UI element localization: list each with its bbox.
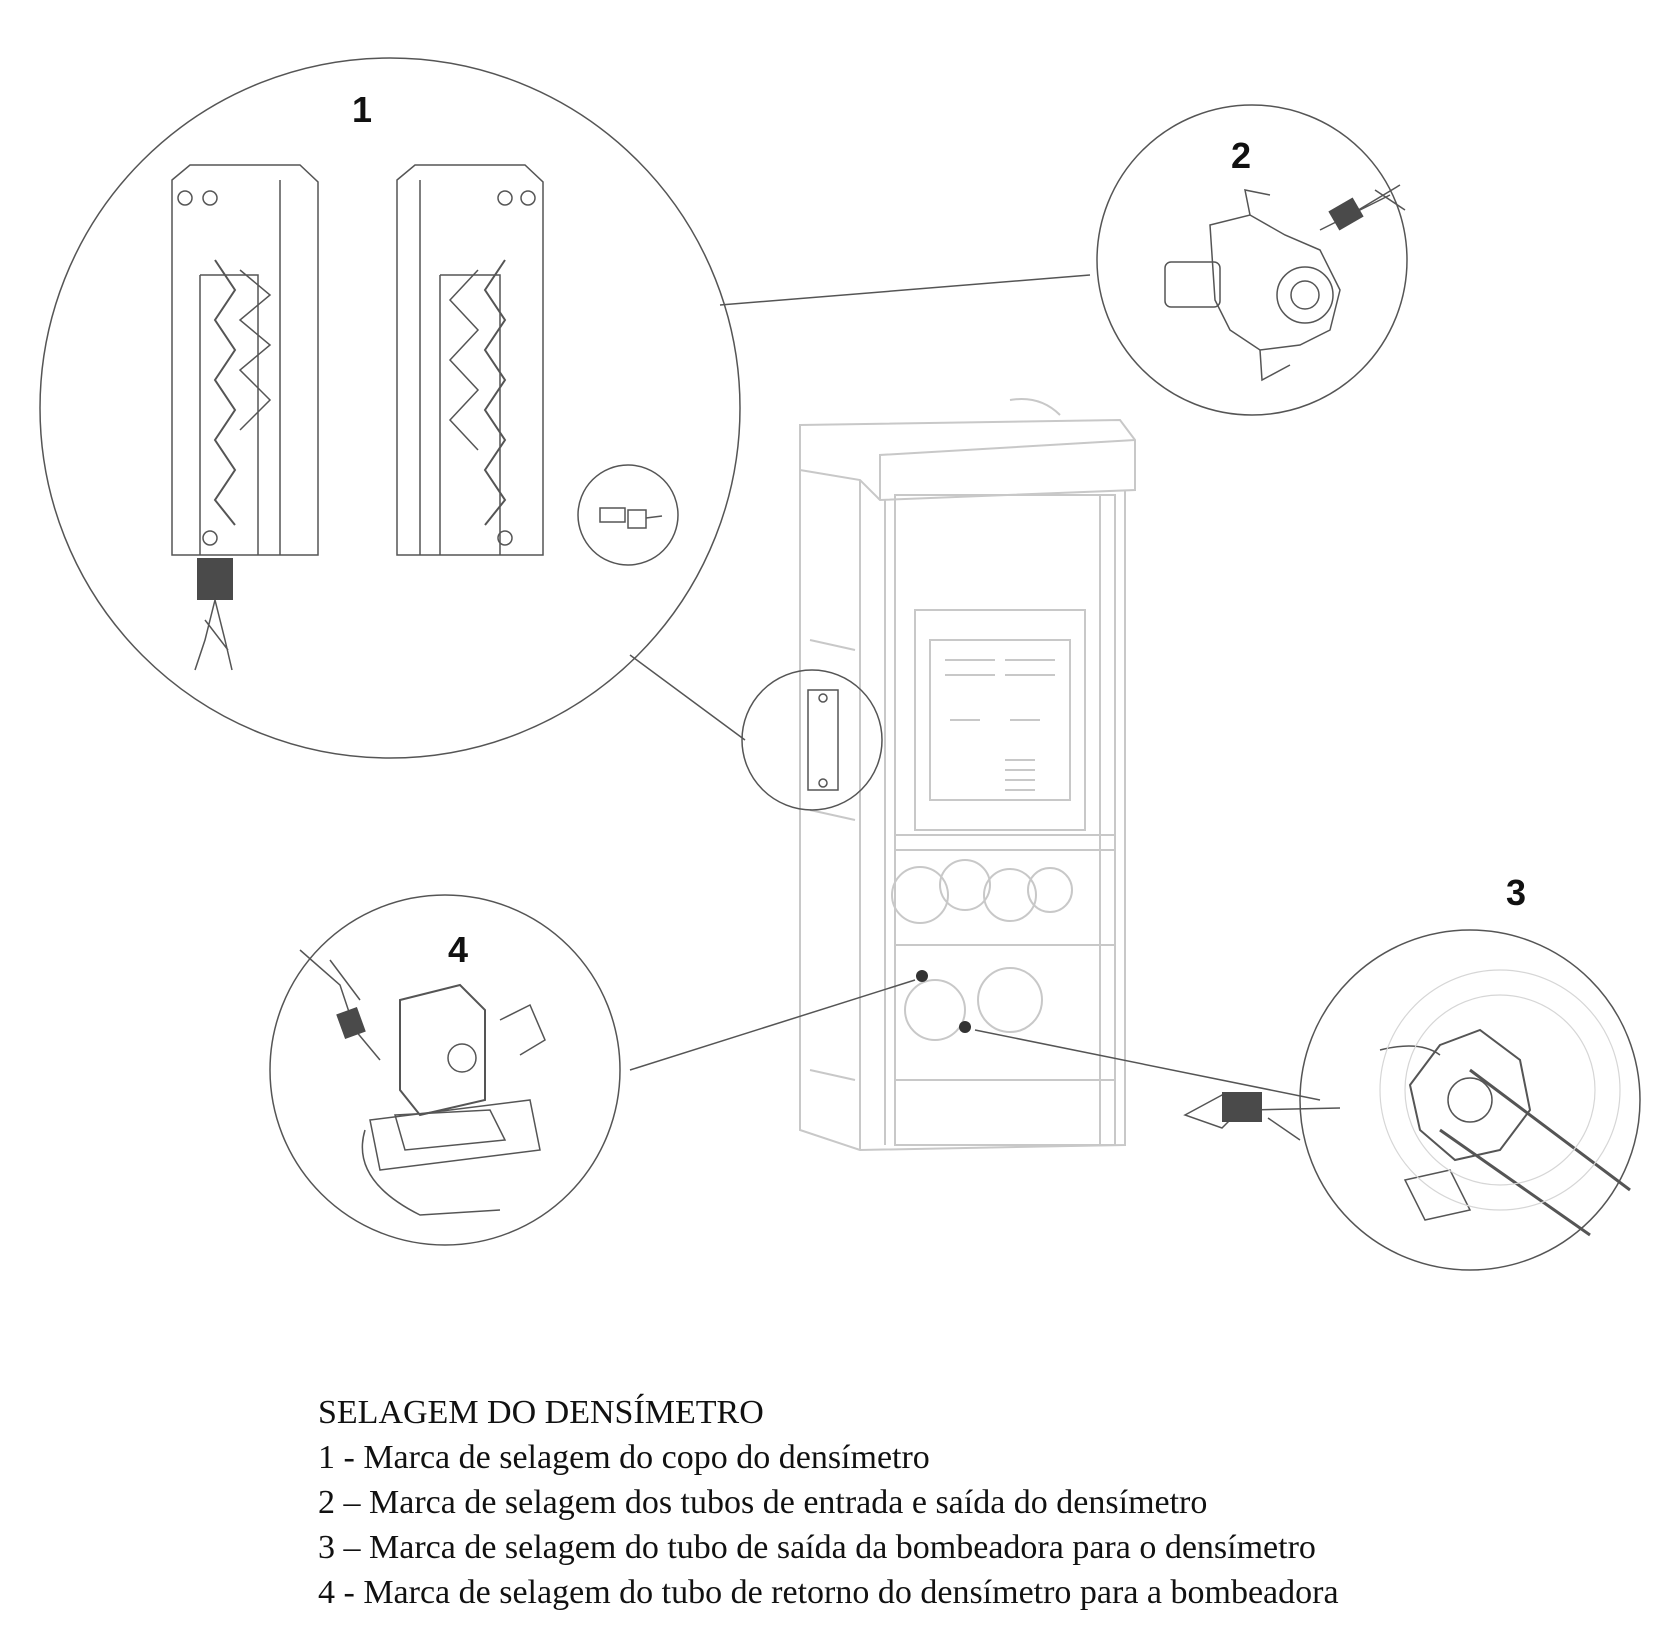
seal-3: [1222, 1092, 1262, 1122]
seal-2: [1328, 197, 1364, 231]
seal-1: [197, 558, 233, 600]
leader-lines: [629, 274, 1321, 1101]
callout-number-1: 1: [352, 89, 372, 130]
caption: SELAGEM DO DENSÍMETRO 1 - Marca de selag…: [318, 1390, 1618, 1615]
detail-4-return-tube: [269, 894, 621, 1246]
seal-4: [336, 1007, 366, 1039]
caption-item-2: 2 – Marca de selagem dos tubos de entrad…: [318, 1484, 1208, 1521]
detail-dispenser-side-inset: [741, 669, 883, 811]
detail-1-densimeter-cup: [39, 57, 741, 759]
detail-1-small-inset: [577, 464, 679, 566]
caption-title: SELAGEM DO DENSÍMETRO: [318, 1394, 764, 1431]
caption-item-4: 4 - Marca de selagem do tubo de retorno …: [318, 1574, 1339, 1611]
densimeter-sealing-diagram: 1 2 3 4: [39, 57, 1641, 1271]
caption-item-3: 3 – Marca de selagem do tubo de saída da…: [318, 1529, 1316, 1566]
callout-number-4: 4: [448, 929, 468, 970]
callout-number-3: 3: [1506, 872, 1526, 913]
caption-item-1: 1 - Marca de selagem do copo do densímet…: [318, 1439, 930, 1476]
fuel-dispenser: [799, 398, 1136, 1152]
dispenser-seal-points: [916, 970, 971, 1033]
detail-2-inlet-outlet-tubes: [1096, 104, 1408, 416]
callout-number-2: 2: [1231, 135, 1251, 176]
